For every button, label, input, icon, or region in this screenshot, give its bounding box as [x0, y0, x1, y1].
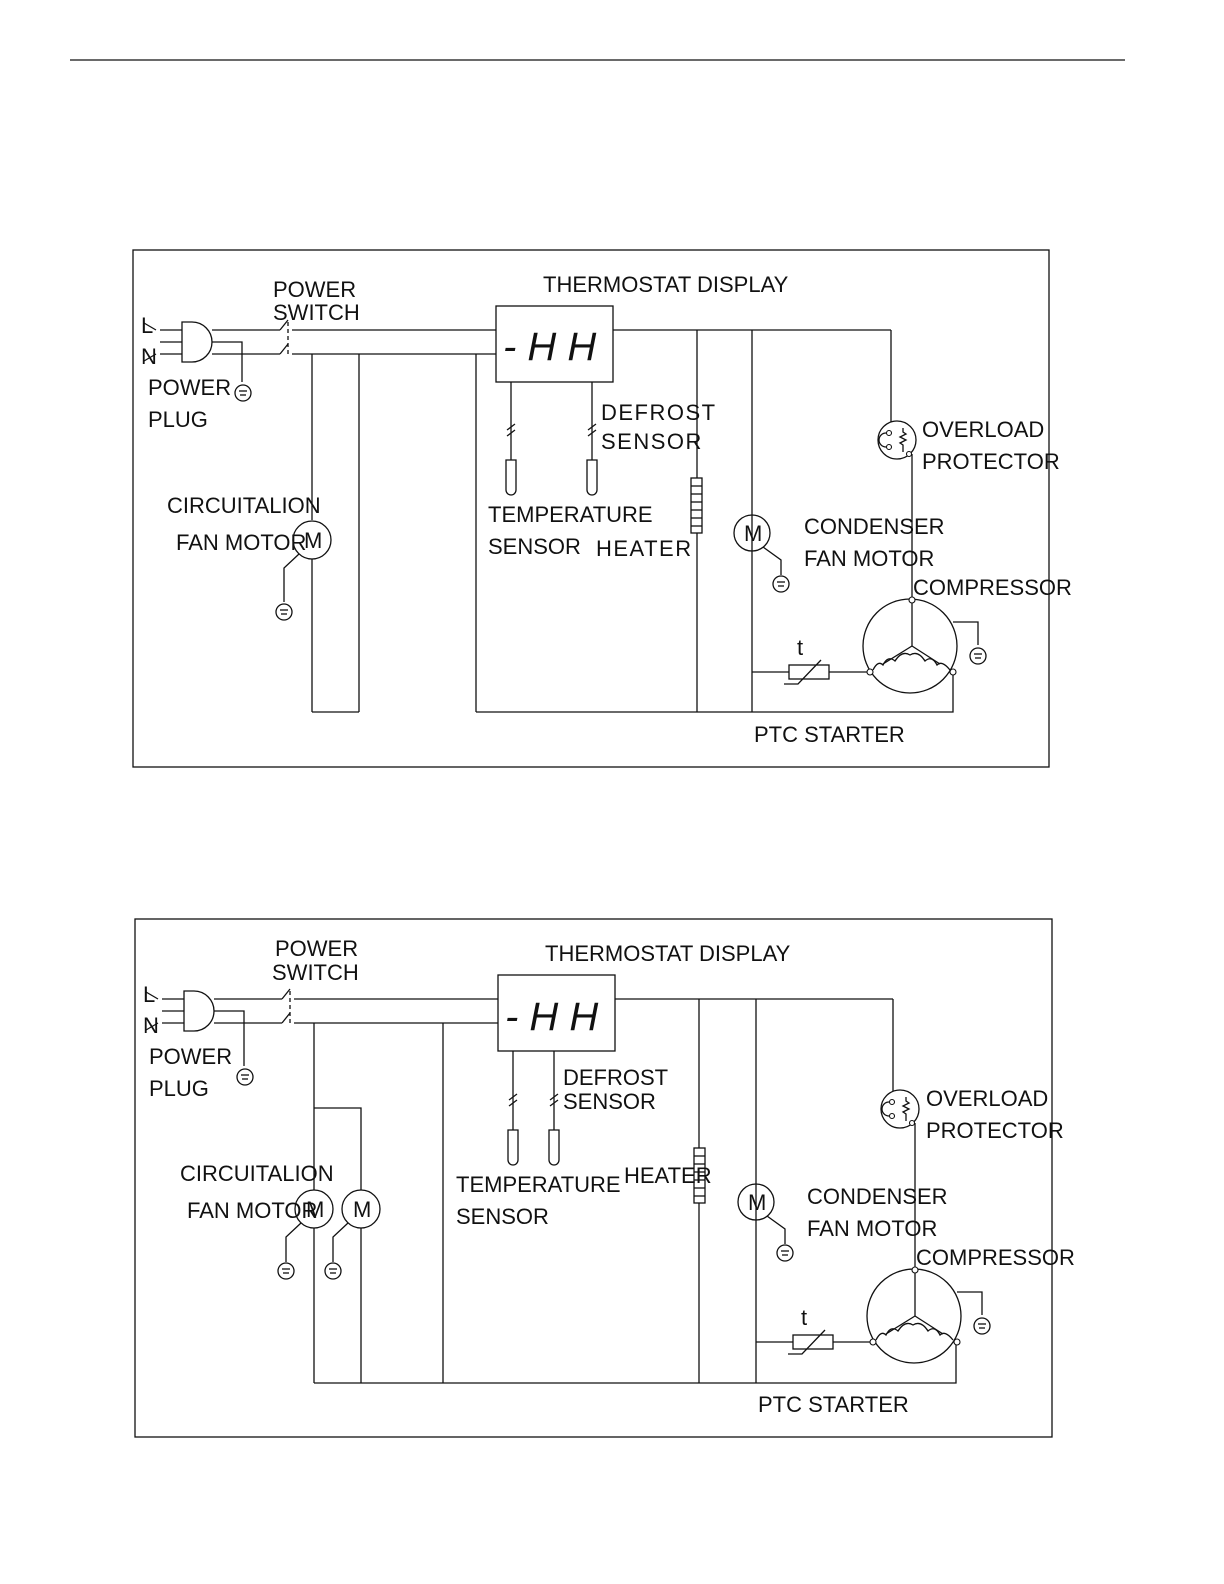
heater-symbol: [690, 477, 703, 534]
power-switch-label-line1: POWER: [275, 936, 358, 961]
circulation-fan-label-line2: FAN MOTOR: [187, 1198, 317, 1223]
line-terminal-label: L: [141, 313, 153, 338]
condenser-fan-motor-letter: M: [744, 521, 762, 546]
neutral-terminal-label: N: [143, 1013, 159, 1038]
power-switch-label-line2: SWITCH: [273, 300, 360, 325]
overload-protector-label-line2: PROTECTOR: [926, 1118, 1064, 1143]
overload-protector-symbol: [877, 420, 917, 460]
condenser-fan-motor-letter: M: [748, 1190, 766, 1215]
overload-protector-label-line1: OVERLOAD: [922, 417, 1044, 442]
condenser-fan-motor-symbol: [733, 514, 771, 552]
condenser-fan-ground-symbol: [776, 1244, 794, 1262]
defrost-sensor-label-line1: DEFROST: [601, 400, 717, 425]
ptc-starter-symbol: [788, 1329, 834, 1355]
thermostat-display-box: [497, 974, 616, 1052]
plug-ground-symbol: [236, 1068, 254, 1086]
compressor-symbol: [866, 1266, 962, 1364]
power-plug-label-line1: POWER: [148, 375, 231, 400]
ptc-starter-label: PTC STARTER: [758, 1392, 909, 1417]
compressor-ground-symbol: [973, 1317, 991, 1335]
temperature-sensor-label-line2: SENSOR: [456, 1204, 549, 1229]
compressor-label: COMPRESSOR: [913, 575, 1072, 600]
condenser-fan-ground-symbol: [772, 575, 790, 593]
circulation-fan-motor-2-letter: M: [353, 1197, 371, 1222]
power-switch-symbol: [279, 319, 289, 356]
ptc-thermistor-letter: t: [801, 1305, 807, 1330]
circulation-fan-ground-symbol: [275, 603, 293, 621]
circulation-fan-2-ground-symbol: [324, 1262, 342, 1280]
overload-protector-label-line1: OVERLOAD: [926, 1086, 1048, 1111]
temperature-sensor-label-line1: TEMPERATURE: [456, 1172, 621, 1197]
defrost-sensor-label-line1: DEFROST: [563, 1065, 668, 1090]
compressor-ground-symbol: [969, 647, 987, 665]
circulation-fan-motor-1-letter: M: [306, 1197, 324, 1222]
diagram-frame: [132, 249, 1050, 768]
neutral-terminal-label: N: [141, 344, 157, 369]
defrost-sensor-symbol: [548, 1051, 560, 1166]
circulation-fan-label-line1: CIRCUITALION: [167, 493, 321, 518]
condenser-fan-label-line1: CONDENSER: [804, 514, 945, 539]
thermostat-display-box: [495, 305, 614, 383]
power-switch-label-line2: SWITCH: [272, 960, 359, 985]
heater-symbol: [693, 1147, 706, 1204]
heater-label: HEATER: [596, 536, 693, 561]
defrost-sensor-label-line2: SENSOR: [601, 429, 703, 454]
compressor-label: COMPRESSOR: [916, 1245, 1075, 1270]
temperature-sensor-symbol: [505, 382, 517, 496]
power-plug-symbol: [143, 321, 213, 363]
temperature-sensor-label-line2: SENSOR: [488, 534, 581, 559]
wiring-diagram-single-fan: L N POWER PLUG POWER SWITCH - H H TH: [132, 249, 1072, 768]
thermostat-display-label: THERMOSTAT DISPLAY: [543, 272, 789, 297]
wiring-diagram-dual-fan: L N POWER PLUG POWER SWITCH - H H THERMO…: [134, 918, 1075, 1438]
circulation-fan-label-line2: FAN MOTOR: [176, 530, 306, 555]
thermostat-display-label: THERMOSTAT DISPLAY: [545, 941, 791, 966]
defrost-sensor-label-line2: SENSOR: [563, 1089, 656, 1114]
power-switch-label-line1: POWER: [273, 277, 356, 302]
condenser-fan-label-line1: CONDENSER: [807, 1184, 948, 1209]
condenser-fan-label-line2: FAN MOTOR: [804, 546, 934, 571]
power-plug-label-line2: PLUG: [149, 1076, 209, 1101]
ptc-starter-symbol: [784, 659, 830, 685]
temperature-sensor-symbol: [507, 1051, 519, 1166]
plug-ground-symbol: [234, 384, 252, 402]
circulation-fan-1-ground-symbol: [277, 1262, 295, 1280]
power-switch-symbol: [281, 988, 291, 1025]
ptc-starter-label: PTC STARTER: [754, 722, 905, 747]
diagram-frame: [134, 918, 1053, 1438]
thermostat-display-readout: - H H: [503, 325, 596, 369]
overload-protector-label-line2: PROTECTOR: [922, 449, 1060, 474]
thermostat-display-readout: - H H: [505, 995, 598, 1039]
defrost-sensor-symbol: [586, 382, 598, 496]
ptc-thermistor-letter: t: [797, 635, 803, 660]
power-plug-label-line2: PLUG: [148, 407, 208, 432]
temperature-sensor-label-line1: TEMPERATURE: [488, 502, 653, 527]
heater-label: HEATER: [624, 1163, 712, 1188]
condenser-fan-motor-symbol: [737, 1183, 775, 1221]
condenser-fan-label-line2: FAN MOTOR: [807, 1216, 937, 1241]
compressor-symbol: [862, 596, 958, 694]
circulation-fan-label-line1: CIRCUITALION: [180, 1161, 334, 1186]
power-plug-label-line1: POWER: [149, 1044, 232, 1069]
power-plug-symbol: [145, 990, 215, 1032]
circulation-fan-motor-letter: M: [304, 528, 322, 553]
line-terminal-label: L: [143, 982, 155, 1007]
overload-protector-symbol: [880, 1089, 920, 1129]
